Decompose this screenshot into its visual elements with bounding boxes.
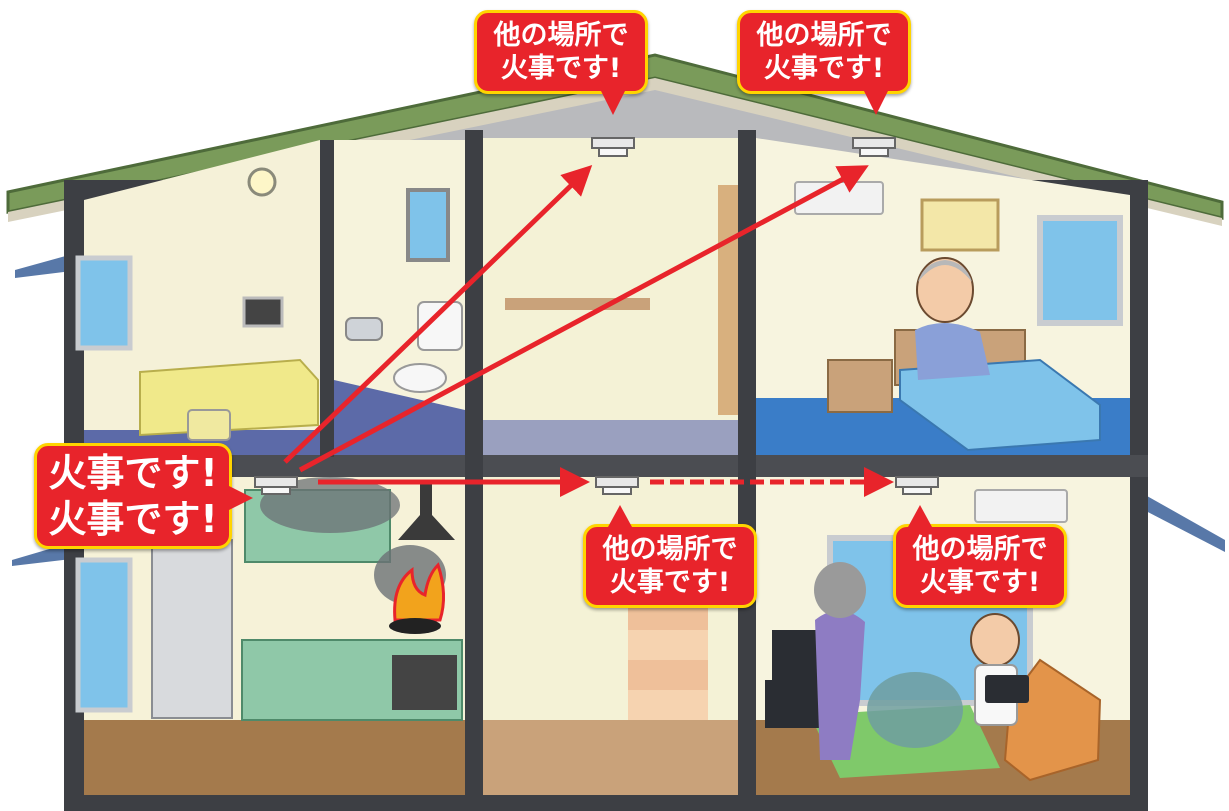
grandfather-body	[915, 322, 990, 380]
ground-slab	[64, 795, 1148, 811]
bed	[899, 358, 1101, 452]
tablet	[985, 675, 1029, 703]
bubble-lower-center-line2: 火事です!	[609, 567, 731, 598]
divider-center	[465, 130, 483, 810]
smoke	[260, 477, 400, 533]
bubble-lower-center-line1: 他の場所で	[602, 534, 738, 565]
refrigerator	[151, 539, 233, 719]
bubble-upper-right: 他の場所で 火事です!	[737, 10, 911, 115]
grandmother-head	[814, 562, 866, 618]
wall-map	[920, 198, 1000, 252]
coffee-table	[867, 672, 963, 748]
grandfather-head	[916, 257, 974, 323]
nightstand	[827, 359, 893, 413]
smoke-detector-origin	[254, 476, 298, 495]
tv	[772, 630, 822, 680]
child-head	[970, 613, 1020, 667]
smoke-detector-upper-center	[591, 137, 635, 157]
bubble-origin-line2: 火事です!	[48, 497, 218, 541]
bubble-upper-center-tail	[601, 91, 625, 115]
smoke-detector-upper-right	[852, 137, 896, 157]
bubble-origin-tail	[229, 486, 253, 510]
toilet-bowl	[393, 363, 447, 393]
bubble-lower-right: 他の場所で 火事です!	[893, 505, 1067, 608]
bubble-upper-center-line1: 他の場所で	[493, 20, 629, 51]
kitchen-floor	[84, 720, 465, 795]
grandfather-hair	[918, 260, 972, 282]
divider-right	[738, 130, 756, 810]
bathroom-window	[75, 255, 133, 351]
right-lower-eave	[1140, 492, 1225, 552]
stair-step-3	[628, 660, 708, 690]
bubble-lower-right-tail	[908, 505, 932, 527]
air-conditioner-lower	[974, 489, 1068, 523]
bubble-lower-right-line2: 火事です!	[919, 567, 1041, 598]
upper-hallway-floor	[483, 420, 738, 455]
frying-pan	[389, 618, 441, 634]
wash-bucket	[187, 409, 231, 441]
stairway-floor	[483, 720, 738, 795]
bubble-lower-center: 他の場所で 火事です!	[583, 505, 757, 608]
bathtub	[139, 358, 319, 437]
kitchen-window	[75, 557, 133, 713]
ceiling-light	[247, 167, 277, 197]
oven	[392, 655, 457, 710]
bubble-lower-center-tail	[608, 505, 632, 527]
fire	[393, 562, 445, 622]
paper-holder	[345, 317, 383, 341]
range-hood	[398, 480, 455, 540]
signal-arrow-to-upper-center	[283, 165, 593, 464]
left-upper-eave	[15, 252, 80, 278]
toilet-window	[406, 188, 450, 262]
bedroom-window	[1037, 215, 1123, 326]
bubble-lower-right-line1: 他の場所で	[912, 534, 1048, 565]
hallway-railing	[505, 298, 650, 310]
smoke-detector-lower-right	[895, 476, 939, 495]
bubble-upper-right-tail	[864, 91, 888, 115]
upper-hallway-wall	[483, 138, 738, 455]
bubble-upper-center-line2: 火事です!	[500, 53, 622, 84]
bubble-upper-right-line1: 他の場所で	[756, 20, 892, 51]
smoke-detector-lower-center	[595, 476, 639, 495]
signal-arrow-to-upper-right	[298, 165, 869, 473]
grandmother	[815, 610, 865, 760]
bubble-upper-center: 他の場所で 火事です!	[474, 10, 648, 115]
toilet-tank	[417, 301, 463, 351]
bubble-origin-line1: 火事です!	[48, 451, 218, 495]
stair-step-4	[628, 690, 708, 720]
bubble-upper-right-line2: 火事です!	[763, 53, 885, 84]
bubble-origin: 火事です! 火事です!	[34, 443, 253, 549]
bath-control-panel	[242, 296, 284, 328]
tv-stand	[765, 680, 827, 728]
stair-step-2	[628, 630, 708, 660]
hallway-door	[718, 185, 738, 415]
divider-left-upper	[320, 140, 334, 457]
